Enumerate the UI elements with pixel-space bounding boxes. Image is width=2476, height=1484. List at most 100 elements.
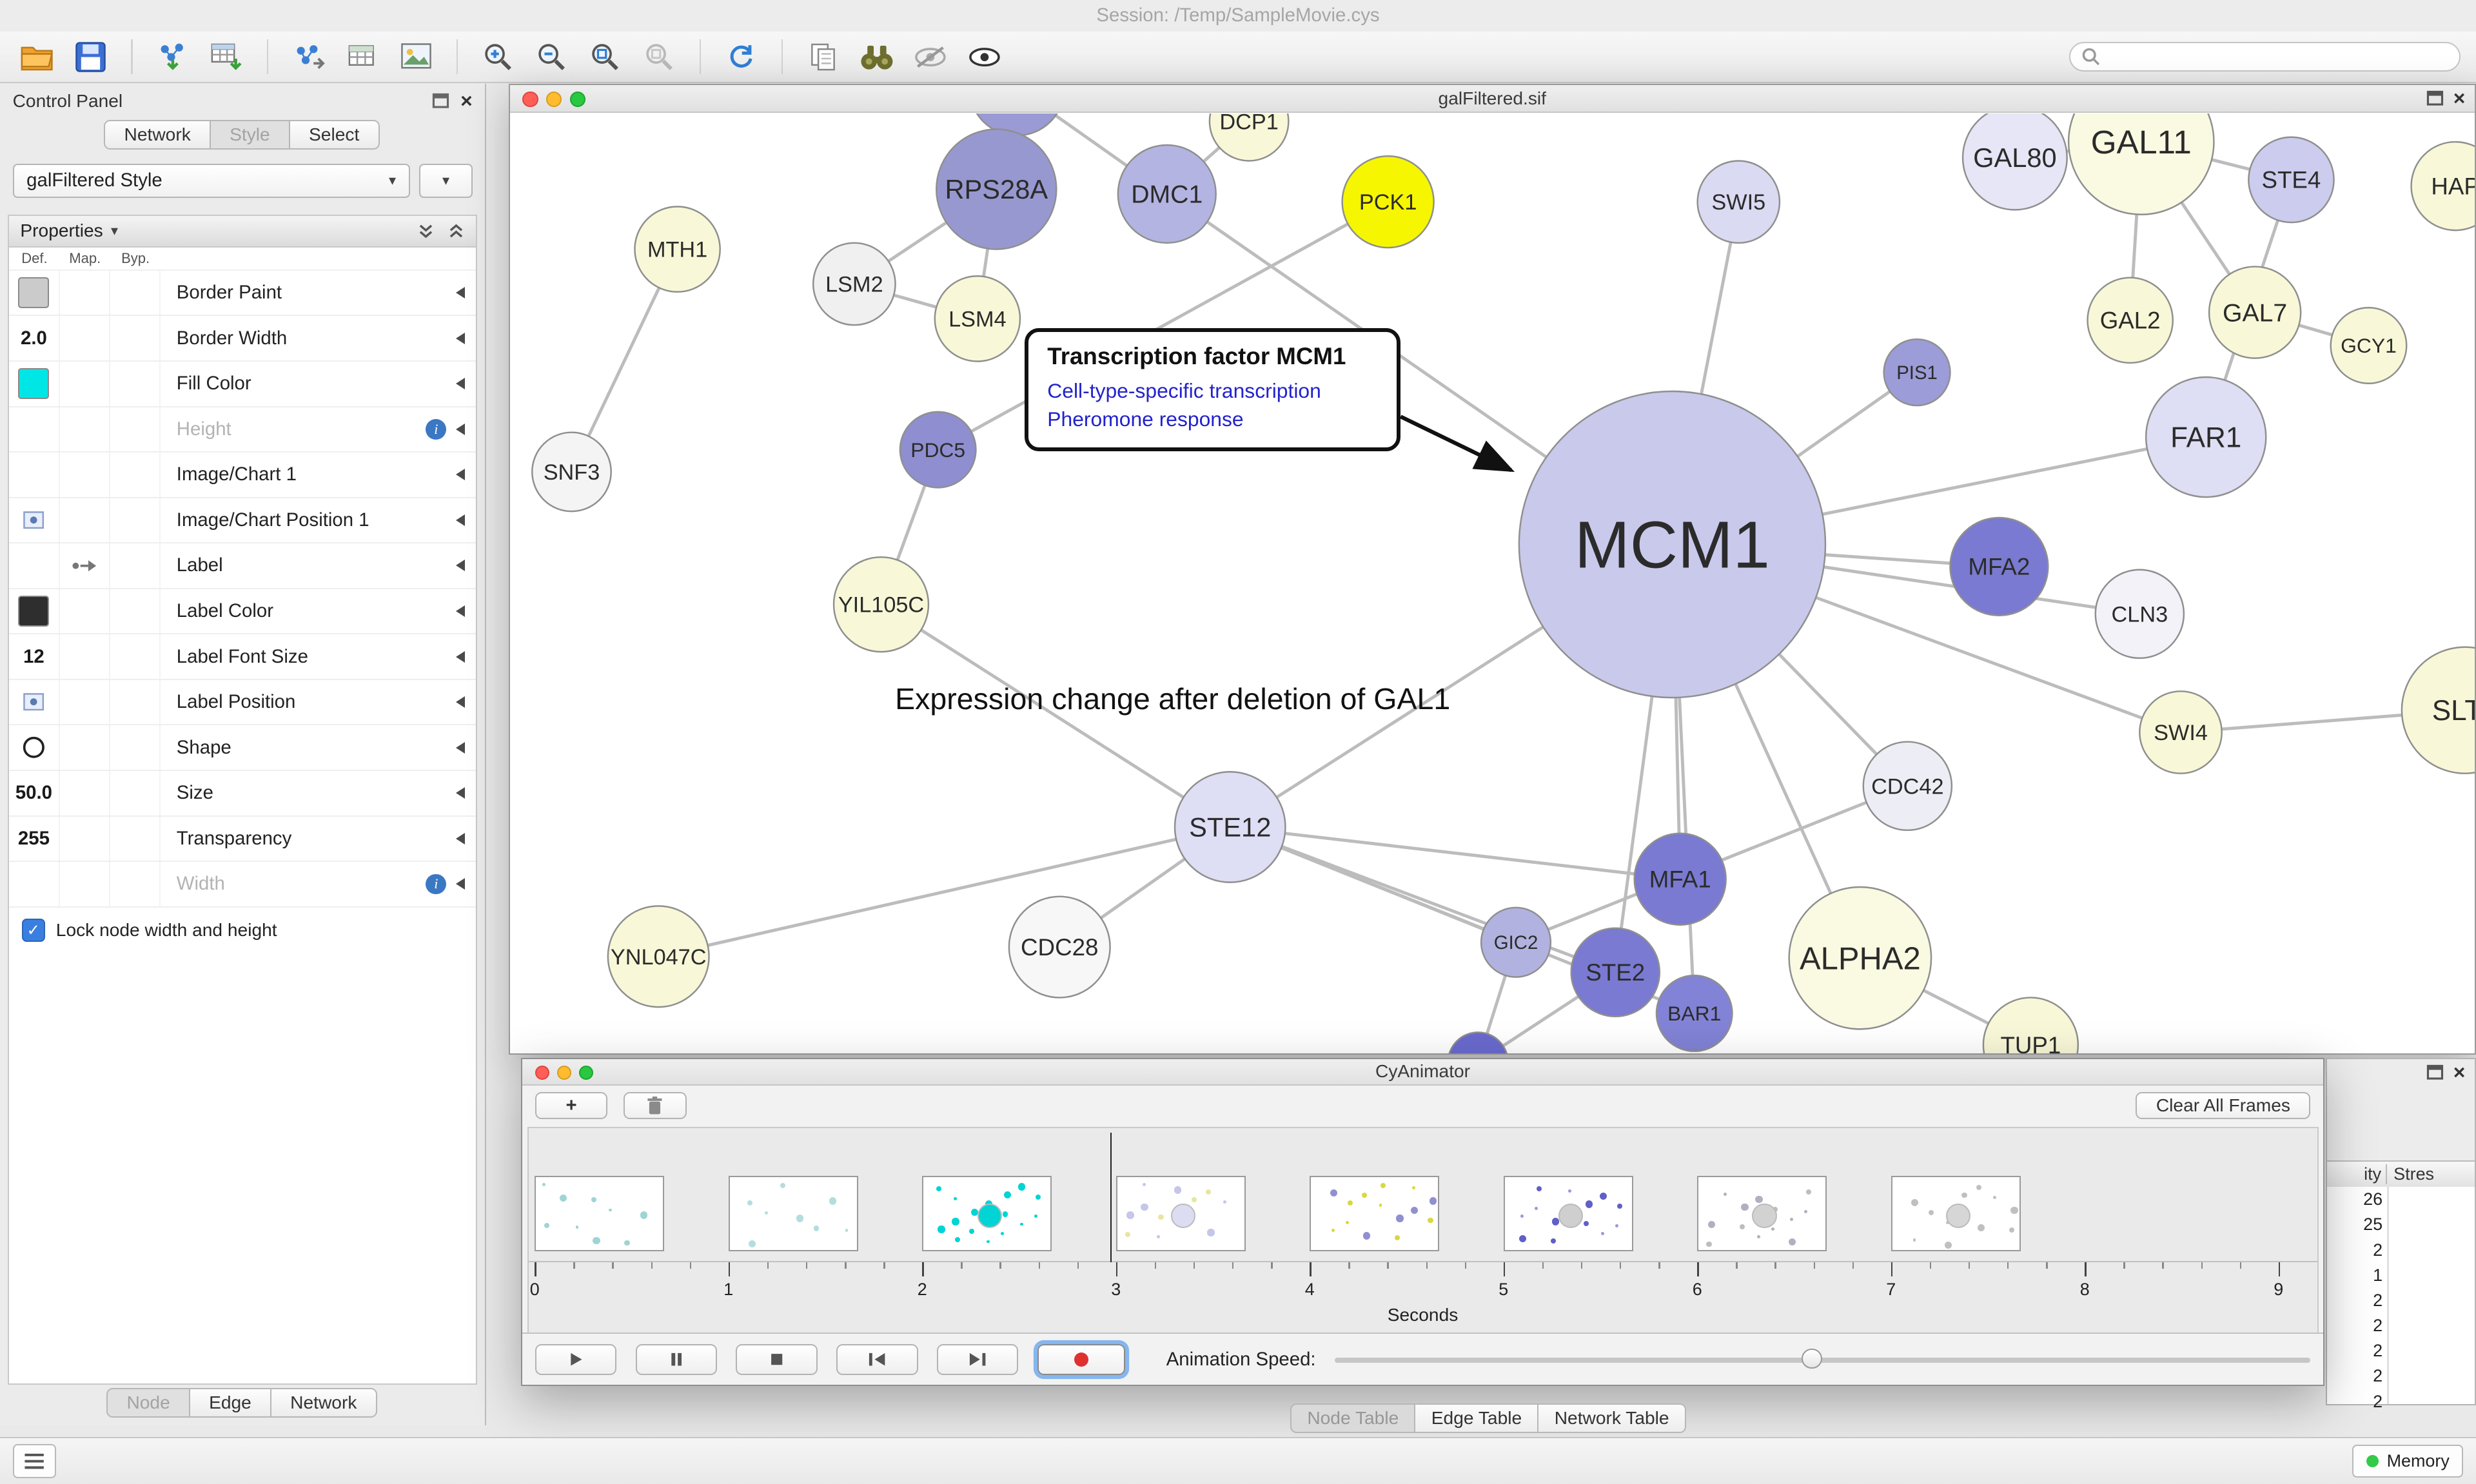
property-byp-cell[interactable] xyxy=(110,680,161,725)
expand-arrow-icon[interactable] xyxy=(456,560,465,571)
memory-button[interactable]: Memory xyxy=(2352,1445,2463,1478)
float-window-icon[interactable] xyxy=(432,93,449,108)
property-map-cell[interactable] xyxy=(60,271,110,315)
tab-network-style[interactable]: Network xyxy=(270,1388,377,1418)
property-row-image-chart-position-1[interactable]: Image/Chart Position 1 xyxy=(9,498,476,544)
animation-frame-1[interactable] xyxy=(729,1176,858,1252)
import-table-icon[interactable] xyxy=(205,36,248,77)
property-map-cell[interactable] xyxy=(60,862,110,906)
property-map-cell[interactable] xyxy=(60,407,110,452)
property-def-cell[interactable] xyxy=(9,862,59,906)
property-row-image-chart-1[interactable]: Image/Chart 1 xyxy=(9,453,476,498)
play-button[interactable] xyxy=(535,1344,616,1375)
property-def-cell[interactable]: 12 xyxy=(9,634,59,679)
property-byp-cell[interactable] xyxy=(110,543,161,588)
property-def-cell[interactable] xyxy=(9,680,59,725)
expand-all-icon[interactable] xyxy=(417,222,435,240)
table-row[interactable]: 2 xyxy=(2327,1363,2475,1389)
color-swatch[interactable] xyxy=(18,596,49,627)
property-def-cell[interactable] xyxy=(9,271,59,315)
table-row[interactable]: 2 xyxy=(2327,1238,2475,1263)
property-def-cell[interactable] xyxy=(9,543,59,588)
expand-arrow-icon[interactable] xyxy=(456,651,465,663)
property-def-cell[interactable]: 50.0 xyxy=(9,771,59,815)
skip-to-end-button[interactable] xyxy=(937,1344,1018,1375)
property-map-cell[interactable] xyxy=(60,453,110,497)
table-row[interactable]: 2 xyxy=(2327,1338,2475,1363)
property-byp-cell[interactable] xyxy=(110,498,161,543)
property-map-cell[interactable] xyxy=(60,316,110,360)
property-def-cell[interactable] xyxy=(9,725,59,770)
search-input[interactable] xyxy=(2108,45,2448,68)
property-row-width[interactable]: Widthi xyxy=(9,862,476,908)
duplicate-icon[interactable] xyxy=(802,36,845,77)
expand-arrow-icon[interactable] xyxy=(456,742,465,754)
property-row-border-width[interactable]: 2.0Border Width xyxy=(9,316,476,362)
property-byp-cell[interactable] xyxy=(110,634,161,679)
info-icon[interactable]: i xyxy=(426,874,446,895)
clear-all-frames-button[interactable]: Clear All Frames xyxy=(2136,1092,2310,1119)
style-dropdown[interactable]: galFiltered Style ▾ xyxy=(13,164,410,198)
property-byp-cell[interactable] xyxy=(110,362,161,406)
property-byp-cell[interactable] xyxy=(110,316,161,360)
record-button[interactable] xyxy=(1037,1344,1125,1375)
pause-button[interactable] xyxy=(636,1344,717,1375)
property-def-cell[interactable]: 255 xyxy=(9,817,59,861)
lock-size-checkbox[interactable]: ✓ xyxy=(22,919,45,942)
property-byp-cell[interactable] xyxy=(110,453,161,497)
table-row[interactable]: 2 xyxy=(2327,1389,2475,1414)
property-map-cell[interactable] xyxy=(60,498,110,543)
animation-frame-0[interactable] xyxy=(535,1176,664,1252)
property-map-cell[interactable] xyxy=(60,543,110,588)
style-options-button[interactable]: ▾ xyxy=(419,164,472,198)
edge-STE12-YNL047C[interactable] xyxy=(658,827,1230,957)
property-byp-cell[interactable] xyxy=(110,862,161,906)
table-row[interactable]: 1 xyxy=(2327,1263,2475,1288)
maximize-window-button[interactable] xyxy=(579,1066,593,1080)
close-window-button[interactable] xyxy=(522,92,538,107)
global-search[interactable] xyxy=(2069,42,2460,72)
animation-frame-6[interactable] xyxy=(1697,1176,1827,1252)
caption-annotation[interactable]: Expression change after deletion of GAL1 xyxy=(895,681,1450,716)
animation-frame-7[interactable] xyxy=(1891,1176,2021,1252)
property-row-fill-color[interactable]: Fill Color xyxy=(9,362,476,407)
slider-thumb[interactable] xyxy=(1802,1349,1822,1369)
column-header[interactable]: ity xyxy=(2327,1164,2387,1184)
property-map-cell[interactable] xyxy=(60,362,110,406)
property-row-border-paint[interactable]: Border Paint xyxy=(9,271,476,317)
color-swatch[interactable] xyxy=(18,368,49,399)
animation-frame-5[interactable] xyxy=(1504,1176,1633,1252)
property-byp-cell[interactable] xyxy=(110,589,161,634)
tab-network[interactable]: Network xyxy=(104,120,211,150)
property-map-cell[interactable] xyxy=(60,771,110,815)
table-column-headers[interactable]: ity Stres xyxy=(2327,1160,2475,1188)
expand-arrow-icon[interactable] xyxy=(456,833,465,845)
property-row-label[interactable]: Label xyxy=(9,543,476,589)
minimize-window-button[interactable] xyxy=(546,92,562,107)
annotation-arrow[interactable] xyxy=(1400,416,1511,470)
tab-edge[interactable]: Edge xyxy=(189,1388,272,1418)
animation-frame-4[interactable] xyxy=(1310,1176,1439,1252)
animation-timeline[interactable]: 0123456789 Seconds xyxy=(527,1127,2319,1335)
tab-node[interactable]: Node xyxy=(106,1388,190,1418)
open-folder-icon[interactable] xyxy=(15,36,58,77)
info-icon[interactable]: i xyxy=(426,419,446,440)
tab-style[interactable]: Style xyxy=(210,120,290,150)
binoculars-search-icon[interactable] xyxy=(856,36,898,77)
network-window-titlebar[interactable]: galFiltered.sif × xyxy=(510,85,2475,113)
properties-header[interactable]: Properties xyxy=(20,220,103,241)
expand-arrow-icon[interactable] xyxy=(456,605,465,617)
property-row-label-font-size[interactable]: 12Label Font Size xyxy=(9,634,476,680)
animation-frame-3[interactable] xyxy=(1116,1176,1246,1252)
property-row-shape[interactable]: Shape xyxy=(9,725,476,771)
property-byp-cell[interactable] xyxy=(110,725,161,770)
property-row-height[interactable]: Heighti xyxy=(9,407,476,453)
collapse-all-icon[interactable] xyxy=(447,222,465,240)
expand-arrow-icon[interactable] xyxy=(456,696,465,708)
expand-arrow-icon[interactable] xyxy=(456,378,465,389)
property-def-cell[interactable] xyxy=(9,453,59,497)
property-byp-cell[interactable] xyxy=(110,407,161,452)
zoom-out-icon[interactable] xyxy=(531,36,573,77)
export-network-icon[interactable] xyxy=(288,36,330,77)
property-row-transparency[interactable]: 255Transparency xyxy=(9,817,476,863)
